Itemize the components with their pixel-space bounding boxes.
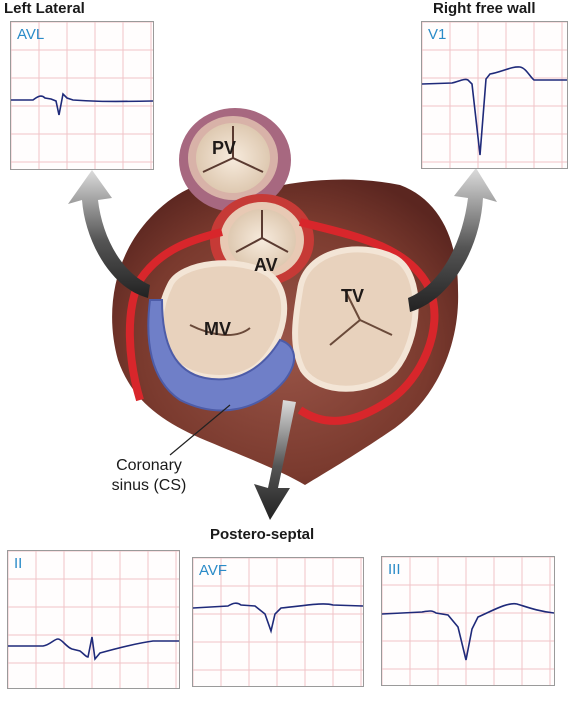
ecg-trace-avl [11, 92, 153, 116]
label-pulmonary-valve: PV [212, 138, 237, 158]
cs-label-line2: sinus (CS) [111, 477, 187, 494]
label-tricuspid-valve: TV [341, 286, 365, 306]
ecg-panel-ii: II [7, 550, 180, 689]
heading-postero-septal: Postero-septal [210, 526, 315, 543]
ecg-panel-avf: AVF [192, 557, 364, 687]
heading-right-free-wall: Right free wall [433, 0, 536, 17]
cs-pointer-line [169, 404, 231, 456]
ecg-panel-v1: V1 [421, 21, 568, 169]
coronary-sinus [147, 299, 295, 412]
label-mitral-valve: MV [204, 319, 231, 339]
ecg-trace-avf [193, 602, 363, 634]
ecg-grid-avf [193, 558, 363, 686]
arrow-left-lateral [68, 170, 150, 298]
ecg-grid-avl [11, 22, 153, 169]
lead-label-avl: AVL [17, 26, 45, 43]
ecg-trace-iii [382, 602, 554, 661]
ecg-trace-v1 [422, 66, 567, 156]
lead-label-v1: V1 [428, 26, 447, 43]
ecg-panel-iii: III [381, 556, 555, 686]
ecg-trace-ii [8, 636, 179, 661]
right-coronary-artery [297, 218, 439, 425]
label-aortic-valve: AV [254, 255, 278, 275]
cs-label-line1: Coronary [116, 457, 182, 474]
heading-left-lateral: Left Lateral [4, 0, 85, 17]
lead-label-ii: II [14, 555, 23, 572]
pulmonary-valve [179, 108, 291, 212]
ecg-panel-avl: AVL [10, 21, 154, 170]
lead-label-iii: III [388, 561, 401, 578]
aortic-valve [210, 194, 314, 286]
tricuspid-valve [292, 246, 419, 392]
arrow-postero-septal [254, 400, 296, 520]
ecg-grid-v1 [422, 22, 567, 168]
lead-label-avf: AVF [199, 562, 228, 579]
ecg-grid-ii [8, 551, 179, 688]
label-coronary-sinus: Coronary sinus (CS) [99, 456, 199, 496]
arrow-right-free-wall [408, 168, 497, 312]
